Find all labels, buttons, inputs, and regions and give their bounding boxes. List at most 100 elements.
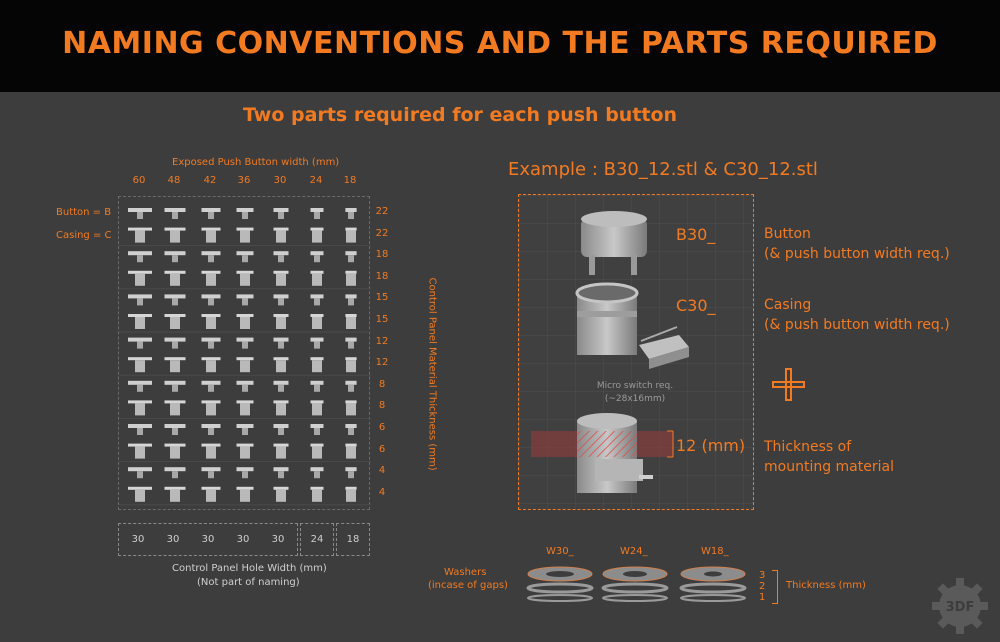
- washer-code-24: W24_: [620, 546, 648, 557]
- casing-thumbnail: [236, 227, 254, 243]
- hole-width: 30: [271, 534, 285, 545]
- micro-switch-icon: [639, 326, 689, 369]
- thickness-label: 8: [378, 400, 386, 412]
- casing-thumbnail: [273, 486, 289, 502]
- hole-width: 30: [166, 534, 180, 545]
- casing-thumbnail: [164, 357, 186, 373]
- thickness-value: 12 (mm): [676, 436, 746, 455]
- micro-switch-label: Micro switch req.: [597, 381, 673, 391]
- casing-thumbnail: [201, 227, 221, 243]
- button-thumbnail: [128, 337, 152, 349]
- washer-code-18: W18_: [701, 546, 729, 557]
- button-description-title: Button: [764, 226, 811, 242]
- button-thumbnail: [273, 337, 289, 349]
- plus-icon: [772, 368, 805, 401]
- button-thumbnail: [345, 380, 357, 392]
- casing-thumbnail: [236, 314, 254, 329]
- casing-thumbnail: [128, 314, 152, 329]
- casing-thumbnail: [273, 400, 289, 416]
- button-thumbnail: [310, 251, 324, 263]
- casing-thumbnail: [273, 314, 289, 329]
- thickness-label: 12: [375, 335, 389, 347]
- casing-thumbnail: [201, 400, 221, 416]
- button-thumbnail: [164, 467, 186, 479]
- washers-note: (incase of gaps): [428, 580, 508, 591]
- button-thumbnail: [273, 424, 289, 435]
- casing-thumbnail: [164, 443, 186, 459]
- header-bar: [0, 0, 1000, 92]
- thickness-label: 18: [375, 270, 389, 282]
- casing-thumbnail: [310, 270, 324, 286]
- casing-thumbnail: [310, 443, 324, 459]
- grid-top-label: Exposed Push Button width (mm): [172, 157, 340, 168]
- casing-thumbnail: [164, 270, 186, 286]
- casing-thumbnail: [273, 227, 289, 243]
- casing-naming-label: Casing = C: [56, 230, 112, 241]
- width-header: 30: [273, 175, 287, 186]
- thickness-label: 6: [378, 422, 386, 433]
- hole-width: 30: [201, 534, 215, 545]
- thickness-description-line2: mounting material: [764, 459, 894, 475]
- casing-thumbnail: [164, 486, 186, 502]
- casing-thumbnail: [201, 314, 221, 329]
- thickness-label: 4: [378, 486, 386, 498]
- casing-thumbnail: [273, 357, 289, 373]
- casing-thumbnail: [128, 443, 152, 459]
- button-thumbnail: [164, 380, 186, 392]
- hole-width: 18: [346, 534, 360, 545]
- button-thumbnail: [310, 208, 324, 219]
- button-thumbnail: [236, 467, 254, 479]
- button-description: Button (& push button width req.): [764, 224, 950, 264]
- thickness-label: 8: [378, 378, 386, 390]
- 3df-logo-icon: 3DF: [932, 578, 988, 634]
- button-thumbnail: [164, 337, 186, 349]
- button-thumbnail: [201, 208, 221, 219]
- button-thumbnail: [128, 380, 152, 392]
- casing-thumbnail: [273, 270, 289, 286]
- casing-thumbnail: [236, 357, 254, 373]
- washer-30-icon: [526, 566, 594, 602]
- width-header: 42: [203, 175, 217, 186]
- logo-text: 3DF: [946, 600, 975, 615]
- casing-thumbnail: [128, 270, 152, 286]
- casing-thumbnail: [236, 400, 254, 416]
- casing-thumbnail: [345, 486, 357, 502]
- casing-description-title: Casing: [764, 297, 812, 313]
- casing-thumbnail: [310, 400, 324, 416]
- button-size-grid: [118, 196, 371, 510]
- button-thumbnail: [128, 424, 152, 435]
- thickness-label: 6: [378, 443, 386, 455]
- side-thickness-label: Control Panel Material Thickness (mm): [426, 277, 438, 471]
- width-header: 24: [309, 175, 323, 186]
- thickness-label: 15: [375, 292, 389, 304]
- button-thumbnail: [345, 294, 357, 306]
- casing-thumbnail: [201, 443, 221, 459]
- casing-thumbnail: [201, 357, 221, 373]
- washer-thickness-3: 3: [759, 570, 766, 581]
- width-header: 48: [167, 175, 181, 186]
- button-thumbnail: [273, 467, 289, 479]
- hole-width: 30: [236, 534, 250, 545]
- casing-thumbnail: [273, 443, 289, 459]
- button-thumbnail: [164, 251, 186, 263]
- hole-width-box-24: 24: [300, 523, 334, 556]
- casing-thumbnail: [128, 486, 152, 502]
- example-title: Example : B30_12.stl & C30_12.stl: [508, 159, 818, 180]
- casing-thumbnail: [128, 400, 152, 416]
- casing-thumbnail: [128, 357, 152, 373]
- page-title: NAMING CONVENTIONS AND THE PARTS REQUIRE…: [62, 26, 938, 61]
- button-thumbnail: [345, 337, 357, 349]
- width-header: 18: [343, 175, 357, 186]
- thickness-description: Thickness of mounting material: [764, 437, 894, 477]
- button-thumbnail: [310, 424, 324, 435]
- casing-thumbnail: [345, 227, 357, 243]
- thickness-label: 18: [375, 249, 389, 261]
- button-thumbnail: [201, 467, 221, 479]
- hole-width-box-18: 18: [336, 523, 370, 556]
- washer-18-icon: [679, 566, 747, 602]
- casing-thumbnail: [345, 357, 357, 373]
- thickness-description-line1: Thickness of: [764, 439, 852, 455]
- button-thumbnail: [201, 251, 221, 263]
- casing-thumbnail: [236, 270, 254, 286]
